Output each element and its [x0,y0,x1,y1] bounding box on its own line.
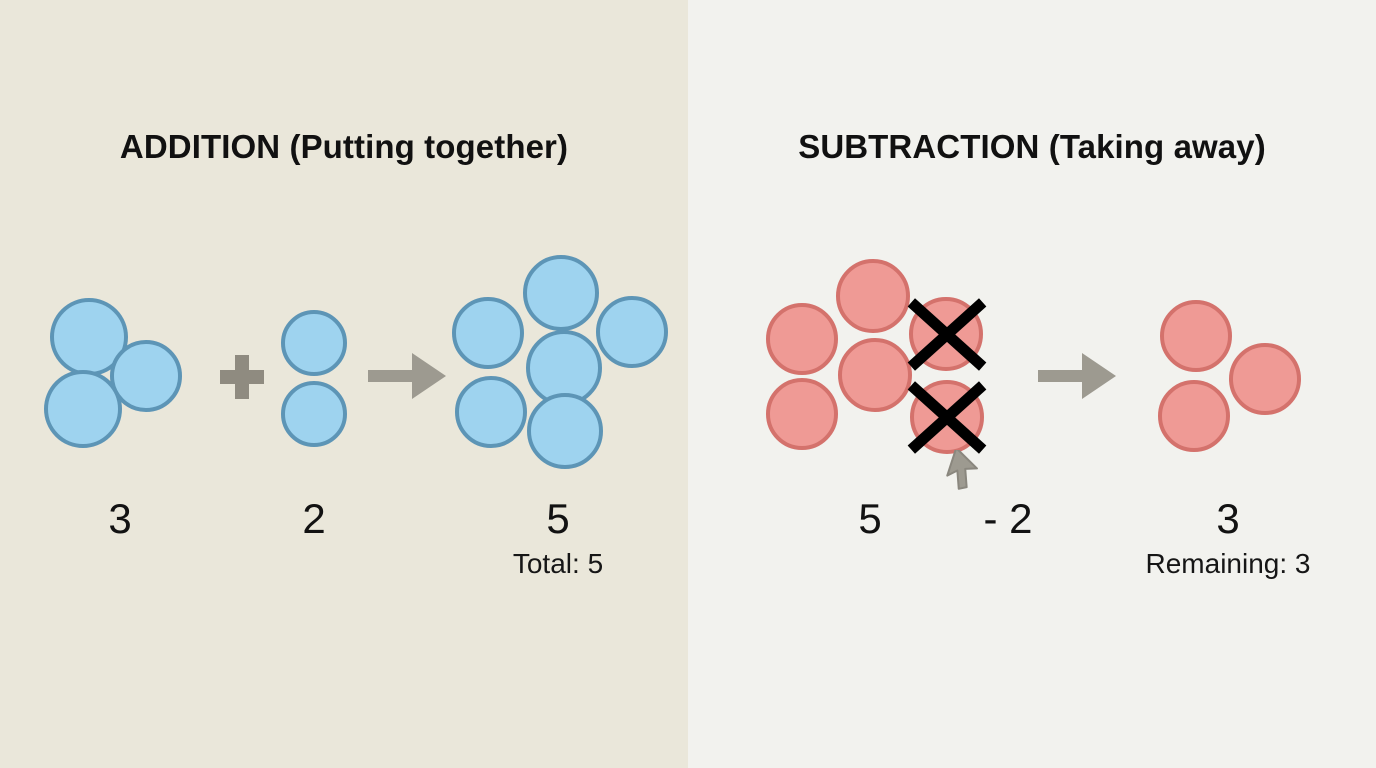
subtraction-term-2-label: - 2 [983,495,1033,542]
addition-counter [281,381,347,447]
addition-term-2-label: 2 [302,495,326,542]
right-arrow-icon [368,353,446,399]
subtraction-result-counter [1160,300,1232,372]
subtraction-counter [836,259,910,333]
subtraction-result-label: 3 [1216,495,1240,542]
addition-panel-title: ADDITION (Putting together) [119,128,569,165]
addition-result-counter [455,376,527,448]
subtraction-result-counter [1158,380,1230,452]
subtraction-counter [766,378,838,450]
subtraction-panel-title: SUBTRACTION (Taking away) [798,128,1266,165]
plus-icon [220,355,264,399]
addition-result-counter [527,393,603,469]
addition-term-1-label: 3 [108,495,132,542]
addition-result-counter [452,297,524,369]
addition-result-caption: Total: 5 [512,548,604,579]
subtraction-counter [909,297,983,371]
addition-result-counter [523,255,599,331]
subtraction-result-caption: Remaining: 3 [1145,548,1311,579]
addition-counter [110,340,182,412]
cursor-pointer-icon [944,447,998,504]
subtraction-result-counter [1229,343,1301,415]
subtraction-counter [838,338,912,412]
addition-counter [281,310,347,376]
subtraction-term-1-label: 5 [858,495,882,542]
right-arrow-icon [1038,353,1116,399]
addition-result-counter [596,296,668,368]
addition-counter [44,370,122,448]
subtraction-counter [910,380,984,454]
addition-result-label: 5 [546,495,570,542]
subtraction-counter [766,303,838,375]
